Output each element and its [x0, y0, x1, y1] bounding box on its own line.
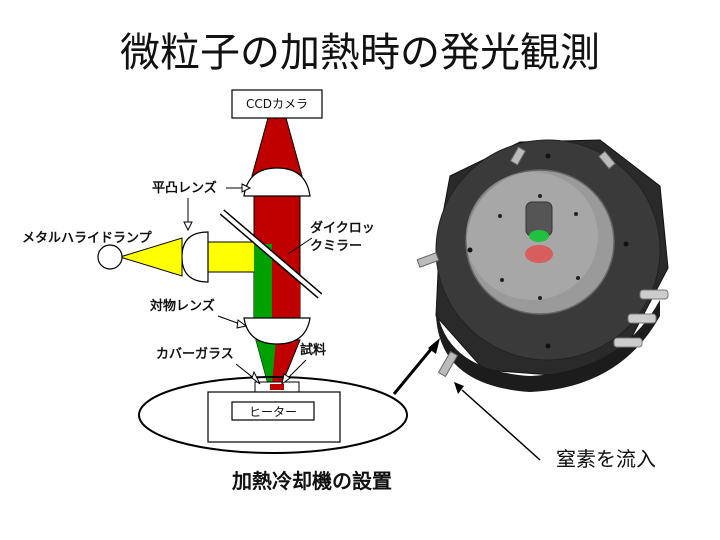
lamp-beam: [118, 237, 183, 277]
gas-inlet-fittings: [416, 146, 669, 378]
cover-glass-label: カバーガラス: [156, 347, 234, 362]
dichroic-label-2: クミラー: [310, 239, 362, 254]
ccd-camera: [231, 89, 323, 119]
lamp-label: メタルハライドランプ: [22, 231, 153, 246]
plano-convex-lens-label: 平凸レンズ: [152, 180, 217, 196]
red-beam-lower: [272, 252, 300, 320]
sample: [270, 384, 284, 390]
page-title: 微粒子の加熱時の発光観測: [120, 30, 600, 76]
metal-halide-lamp: [97, 244, 123, 270]
nitrogen-caption: 窒素を流入: [556, 447, 656, 471]
objective-lens-label: 対物レンズ: [149, 298, 215, 314]
heating-cooling-stage-render: [416, 139, 669, 392]
sample-label: 試料: [300, 342, 326, 358]
heater-label: ヒーター: [249, 405, 297, 419]
optical-setup: CCDカメラ ヒーター: [97, 89, 408, 454]
mirror-pointer: [287, 237, 313, 255]
objective-lens: [243, 317, 311, 345]
install-arrow: [392, 347, 434, 395]
plano-convex-lens: [243, 167, 311, 197]
install-caption: 加熱冷却機の設置: [231, 469, 392, 493]
highlight-ellipse: [138, 376, 408, 454]
sample-pointer: [285, 359, 307, 381]
nitrogen-arrow: [461, 389, 541, 461]
heating-cooling-unit: [207, 391, 341, 443]
yellow-beam: [207, 241, 259, 273]
camera-label: CCDカメラ: [246, 97, 308, 111]
objective-pointer: [217, 315, 241, 325]
green-beam-sample: [256, 340, 276, 384]
green-beam-column: [254, 244, 272, 320]
red-beam-upper: [251, 117, 303, 177]
sample-glow: [525, 245, 553, 263]
dichroic-label-1: ダイクロッ: [310, 220, 375, 236]
optical-labels: 平凸レンズ ダイクロッ クミラー メタルハライドランプ 対物レンズ カバーガラス…: [22, 180, 375, 386]
lamp-lens: [181, 231, 209, 283]
heater: [231, 401, 315, 421]
